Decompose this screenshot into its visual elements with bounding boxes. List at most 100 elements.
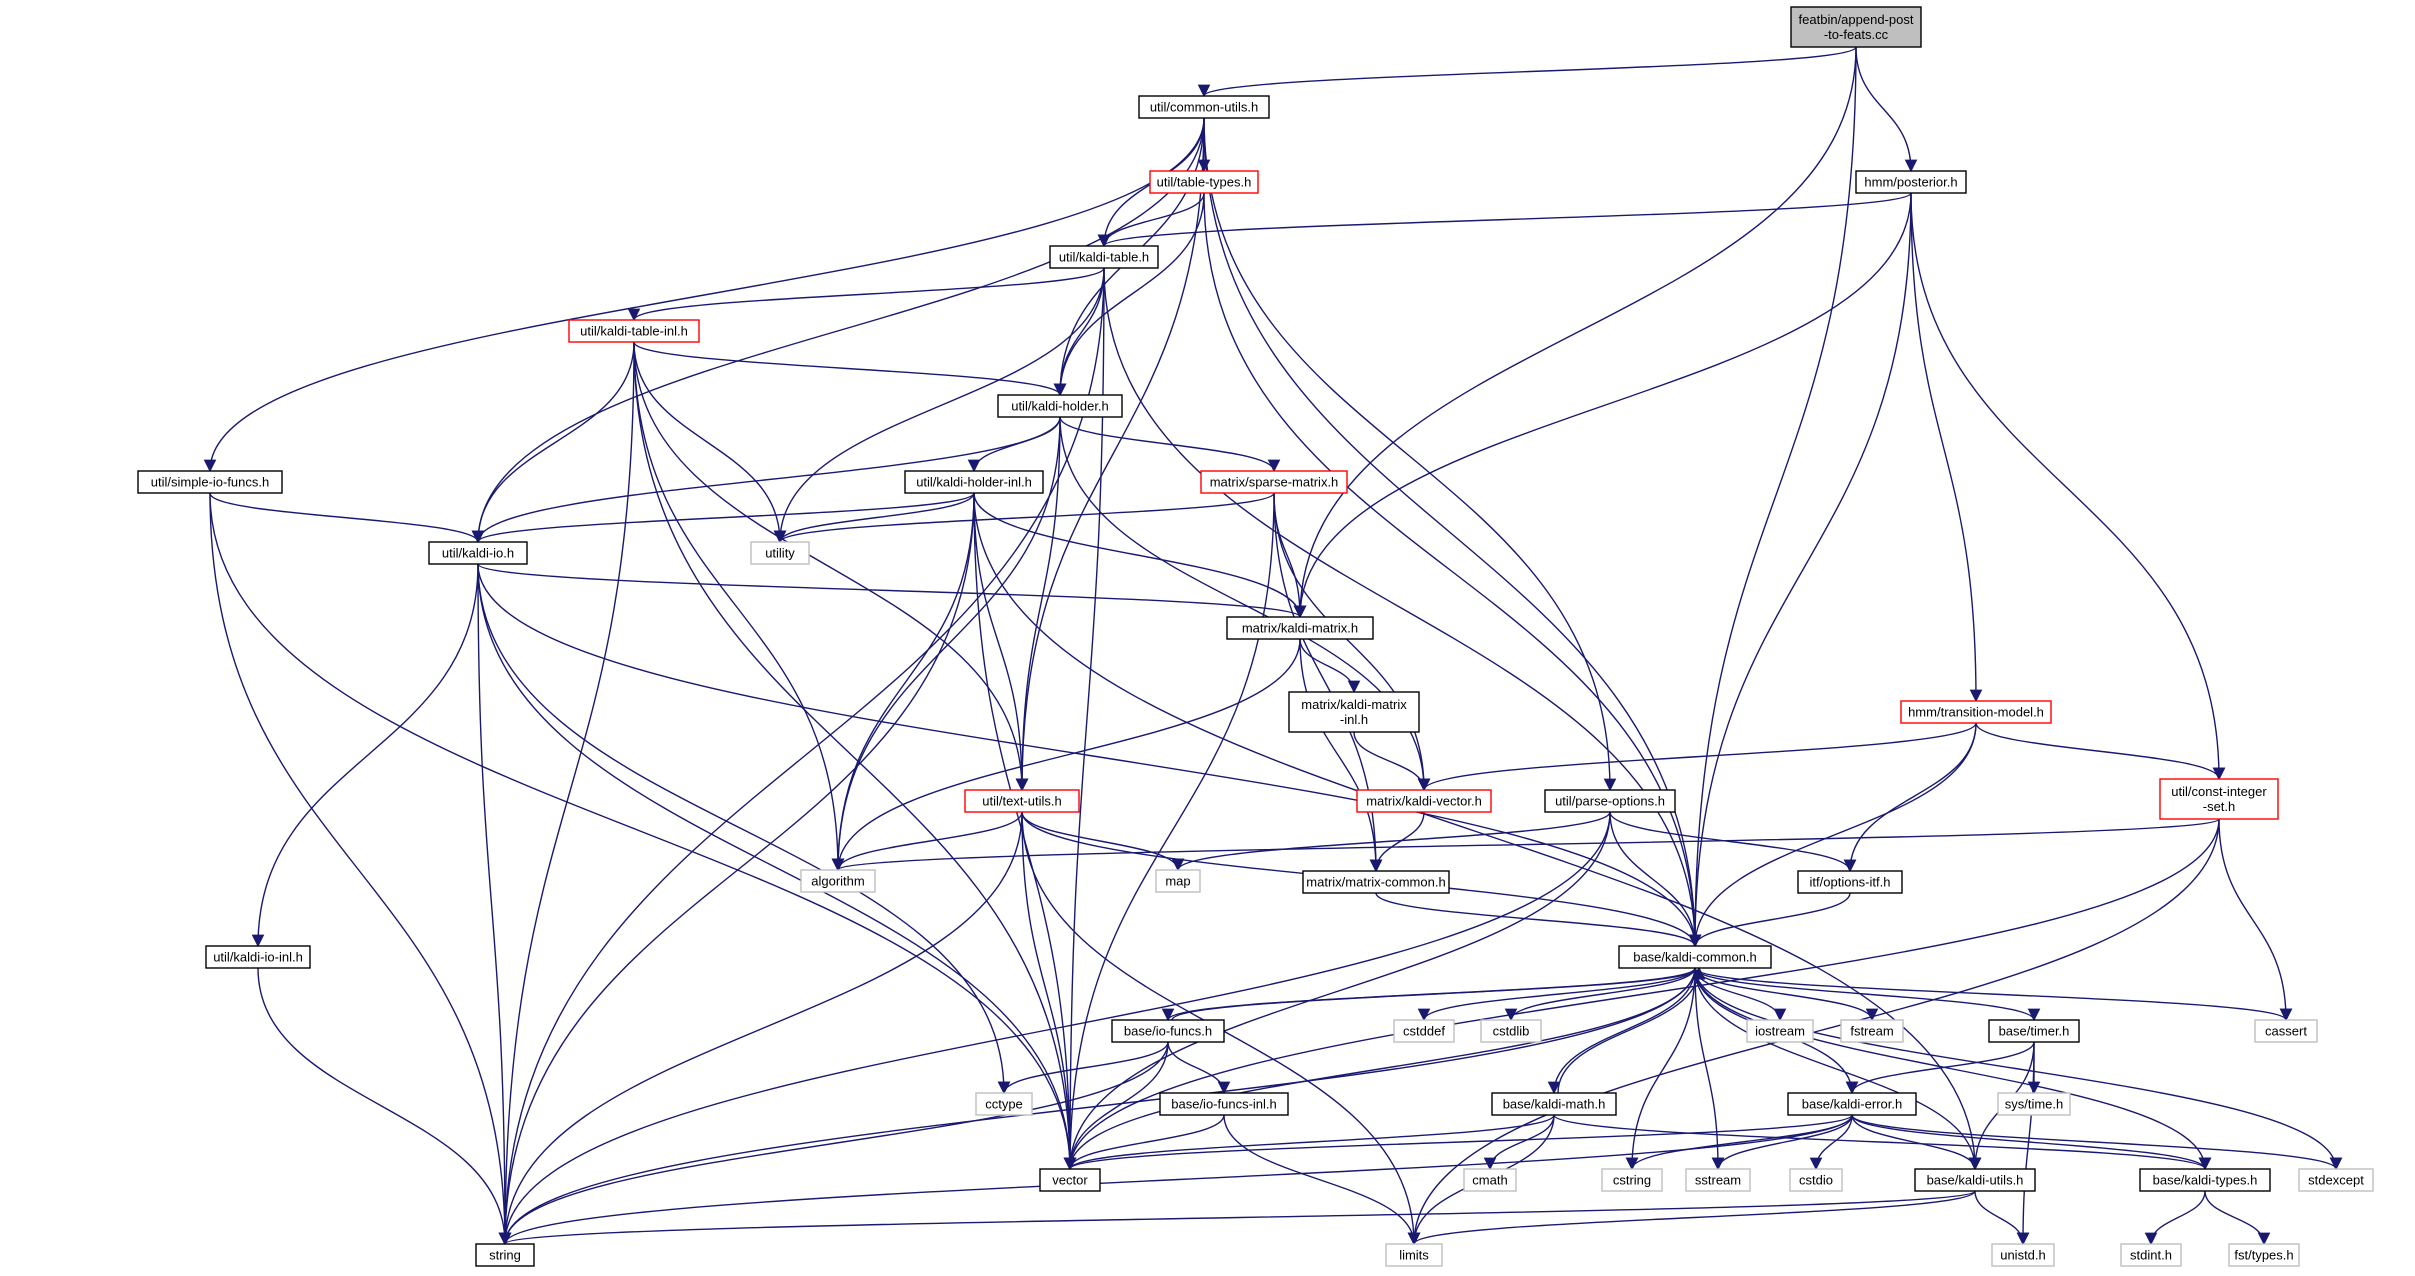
node-sparse_matrix[interactable]: matrix/sparse-matrix.h: [1200, 470, 1348, 494]
edge-common_utils-to-simple_io: [203, 117, 1205, 473]
edge-kaldi_table-to-kaldi_table_inl: [627, 267, 1105, 322]
edge-holder_inl-to-text_utils: [973, 492, 1029, 792]
node-kaldi_types[interactable]: base/kaldi-types.h: [2139, 1168, 2271, 1192]
node-map: map: [1155, 869, 1201, 893]
node-box: [1288, 691, 1420, 733]
node-box: [1302, 870, 1450, 894]
node-box: [2298, 1168, 2374, 1192]
node-timer[interactable]: base/timer.h: [1988, 1019, 2080, 1043]
node-label: cstring: [1613, 1173, 1651, 1188]
edge-common_utils-to-parse_options: [1203, 117, 1617, 792]
node-label: matrix/kaldi-matrix: [1301, 697, 1407, 712]
node-io_funcs_inl[interactable]: base/io-funcs-inl.h: [1159, 1092, 1289, 1116]
edge-const_integer_set-to-algorithm: [832, 818, 2220, 872]
node-vector[interactable]: vector: [1039, 1168, 1101, 1192]
node-box: [1463, 1168, 1517, 1192]
node-box: [750, 541, 810, 565]
edge-holder_inl-to-algorithm: [831, 492, 975, 872]
edge-kaldi_math-to-cmath: [1483, 1114, 1555, 1171]
edge-kaldi_error-to-sstream: [1711, 1114, 1853, 1171]
node-label: util/kaldi-table.h: [1059, 250, 1149, 265]
edge-posterior-to-transition_model: [1910, 192, 1983, 703]
edge-kaldi_common-to-vector: [1063, 967, 1696, 1171]
node-parse_options[interactable]: util/parse-options.h: [1544, 789, 1676, 813]
node-label: hmm/transition-model.h: [1908, 705, 2044, 720]
node-table_types[interactable]: util/table-types.h: [1149, 170, 1259, 194]
edge-transition_model-to-const_integer_set: [1975, 722, 2226, 781]
edge-kaldi_common-to-timer: [1694, 967, 2041, 1022]
edge-transition_model-to-kaldi_common: [1688, 722, 1977, 948]
node-kaldi_error[interactable]: base/kaldi-error.h: [1787, 1092, 1917, 1116]
node-common_utils[interactable]: util/common-utils.h: [1138, 95, 1270, 119]
edge-io_funcs_inl-to-limits: [1223, 1114, 1421, 1246]
node-simple_io[interactable]: util/simple-io-funcs.h: [137, 470, 283, 494]
edge-kaldi_error-to-kaldi_types: [1851, 1114, 2212, 1171]
node-kaldi_matrix[interactable]: matrix/kaldi-matrix.h: [1226, 616, 1374, 640]
node-holder_inl[interactable]: util/kaldi-holder-inl.h: [904, 470, 1044, 494]
edge-parse_options-to-kaldi_common: [1609, 811, 1702, 948]
node-label: cmath: [1472, 1173, 1507, 1188]
node-root[interactable]: featbin/append-post-to-feats.cc: [1790, 6, 1922, 48]
node-box: [1685, 1168, 1751, 1192]
node-box: [2139, 1168, 2271, 1192]
node-box: [1111, 1019, 1225, 1043]
edge-kaldi_table_inl-to-utility: [633, 341, 787, 544]
edge-root-to-kaldi_common: [1688, 46, 1857, 948]
node-box: [1914, 1168, 2036, 1192]
node-kaldi_utils[interactable]: base/kaldi-utils.h: [1914, 1168, 2036, 1192]
node-box: [1840, 1019, 1904, 1043]
node-options_itf[interactable]: itf/options-itf.h: [1797, 870, 1903, 894]
node-const_integer_set[interactable]: util/const-integer-set.h: [2159, 778, 2279, 820]
node-box: [1746, 1019, 1814, 1043]
node-kaldi_matrix_inl[interactable]: matrix/kaldi-matrix-inl.h: [1288, 691, 1420, 733]
node-label: matrix/kaldi-matrix.h: [1242, 621, 1358, 636]
node-box: [997, 394, 1123, 418]
edge-kaldi_common-to-cstddef: [1417, 967, 1696, 1022]
node-label: iostream: [1755, 1024, 1805, 1039]
edge-text_utils-to-string: [498, 811, 1023, 1246]
edge-kaldi_table-to-kaldi_holder: [1053, 267, 1105, 397]
node-box: [2120, 1243, 2182, 1267]
node-unistd: unistd.h: [1991, 1243, 2055, 1267]
edge-kaldi_holder-to-algorithm: [831, 416, 1061, 872]
edge-posterior-to-kaldi_matrix: [1293, 192, 1912, 619]
node-kaldi_common[interactable]: base/kaldi-common.h: [1618, 945, 1772, 969]
edge-table_types-to-kaldi_holder: [1053, 192, 1205, 397]
node-io_funcs[interactable]: base/io-funcs.h: [1111, 1019, 1225, 1043]
node-box: [568, 319, 700, 343]
node-matrix_common[interactable]: matrix/matrix-common.h: [1302, 870, 1450, 894]
node-text_utils[interactable]: util/text-utils.h: [964, 789, 1080, 813]
node-kaldi_math[interactable]: base/kaldi-math.h: [1491, 1092, 1617, 1116]
node-posterior[interactable]: hmm/posterior.h: [1855, 170, 1967, 194]
node-box: [205, 945, 311, 969]
node-kaldi_io_inl[interactable]: util/kaldi-io-inl.h: [205, 945, 311, 969]
node-label: util/table-types.h: [1157, 175, 1252, 190]
node-string[interactable]: string: [475, 1243, 535, 1267]
edge-posterior-to-const_integer_set: [1910, 192, 2226, 781]
node-stdint: stdint.h: [2120, 1243, 2182, 1267]
node-kaldi_io[interactable]: util/kaldi-io.h: [428, 541, 528, 565]
node-cmath: cmath: [1463, 1168, 1517, 1192]
node-kaldi_holder[interactable]: util/kaldi-holder.h: [997, 394, 1123, 418]
node-cctype: cctype: [975, 1092, 1033, 1116]
node-label: matrix/kaldi-vector.h: [1366, 794, 1482, 809]
edge-kaldi_common-to-cstdlib: [1504, 967, 1696, 1022]
edge-kaldi_io_inl-to-string: [257, 967, 512, 1246]
edge-posterior-to-kaldi_common: [1688, 192, 1912, 948]
edge-kaldi_table_inl-to-algorithm: [633, 341, 845, 872]
node-kaldi_vector[interactable]: matrix/kaldi-vector.h: [1356, 789, 1492, 813]
edge-kaldi_error-to-stdexcept: [1851, 1114, 2343, 1171]
node-transition_model[interactable]: hmm/transition-model.h: [1900, 700, 2052, 724]
node-kaldi_table_inl[interactable]: util/kaldi-table-inl.h: [568, 319, 700, 343]
edge-kaldi_types-to-fst_types: [2204, 1190, 2271, 1246]
node-label: base/io-funcs.h: [1124, 1024, 1212, 1039]
node-label: base/kaldi-common.h: [1633, 950, 1757, 965]
node-cstring: cstring: [1601, 1168, 1663, 1192]
edge-sparse_matrix-to-utility: [773, 492, 1275, 544]
node-label: algorithm: [811, 874, 864, 889]
edge-kaldi_io-to-kaldi_common: [477, 563, 1702, 948]
node-box: [1149, 170, 1259, 194]
node-kaldi_table[interactable]: util/kaldi-table.h: [1049, 245, 1159, 269]
node-box: [1900, 700, 2052, 724]
node-box: [1138, 95, 1270, 119]
